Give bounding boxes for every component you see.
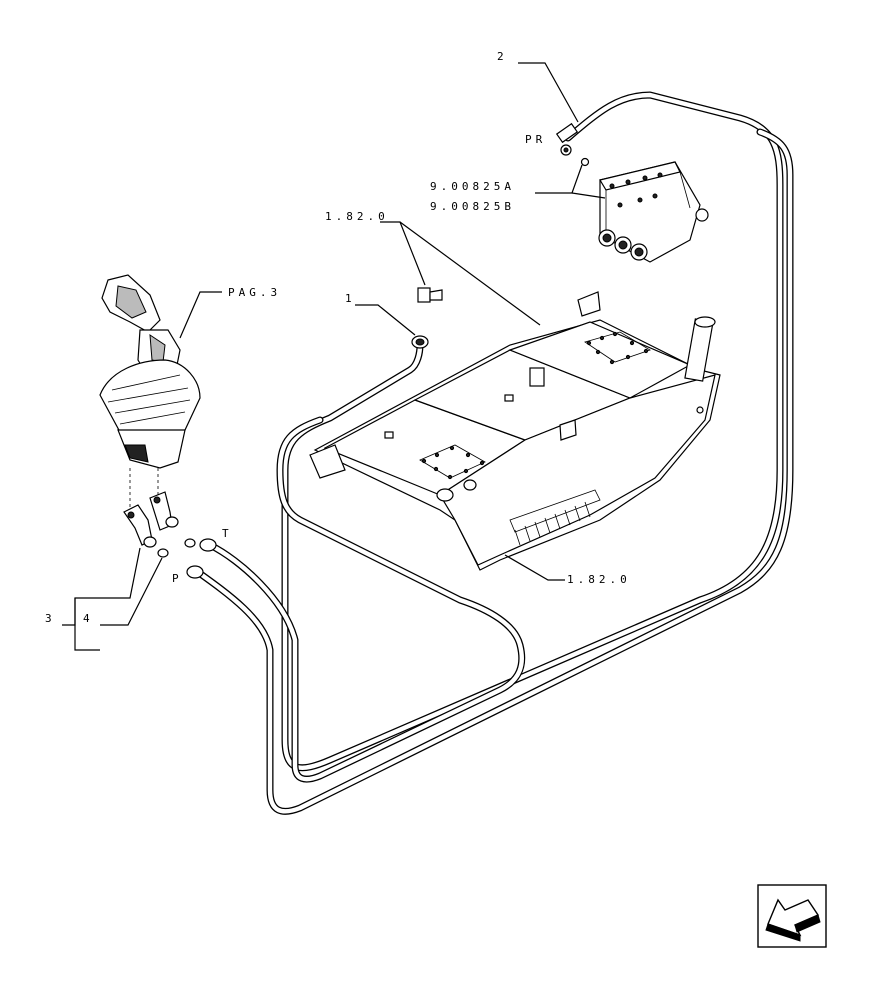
label-p: P	[172, 572, 183, 585]
next-page-arrow-icon	[765, 898, 821, 942]
pr-fitting	[555, 122, 590, 167]
hose-t-loop	[206, 416, 526, 783]
valve-spools	[598, 208, 709, 261]
hose-p-loop	[191, 128, 794, 815]
label-ref-top: 1.82.0	[325, 210, 389, 223]
cover-bolts	[421, 331, 649, 480]
label-pr: PR	[525, 133, 546, 146]
label-valve-ref-a: 9.00825A	[430, 180, 515, 193]
label-item-4: 4	[83, 612, 94, 625]
label-ref-bottom: 1.82.0	[567, 573, 631, 586]
label-t: T	[222, 527, 233, 540]
label-item-2: 2	[497, 50, 508, 63]
next-page-button[interactable]	[757, 884, 827, 948]
label-item-1: 1	[345, 292, 356, 305]
label-item-3: 3	[45, 612, 56, 625]
leader-lines	[62, 62, 606, 651]
joystick-fittings	[123, 491, 217, 579]
joystick	[99, 274, 201, 469]
label-pag3: PAG.3	[228, 286, 281, 299]
tank-housing	[309, 291, 721, 571]
valve-ports	[609, 172, 663, 208]
elbow-fitting-1	[411, 287, 443, 349]
control-valve-block	[598, 161, 709, 263]
label-valve-ref-b: 9.00825B	[430, 200, 515, 213]
